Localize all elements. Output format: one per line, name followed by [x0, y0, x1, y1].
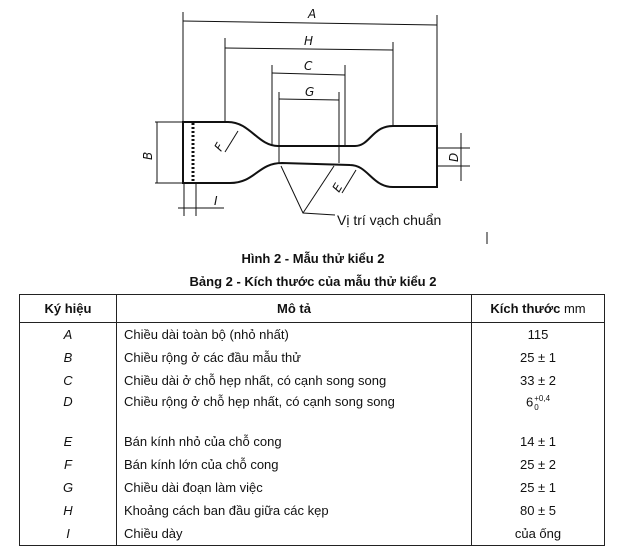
label-i: I — [214, 194, 218, 208]
row-value: 25 ± 1 — [471, 346, 605, 369]
label-c: C — [304, 59, 313, 73]
row-description: Khoảng cách ban đầu giữa các kẹp — [116, 499, 472, 522]
header-symbol: Ký hiệu — [19, 294, 117, 323]
header-unit: mm — [563, 301, 586, 316]
row-value: của ống — [471, 522, 605, 546]
label-a: A — [307, 7, 316, 21]
row-description: Chiều dày — [116, 522, 472, 546]
gauge-mark-callout: Vị trí vạch chuẩn — [337, 212, 441, 228]
row-symbol: D — [19, 392, 117, 430]
row-symbol: H — [19, 499, 117, 522]
header-description: Mô tả — [116, 294, 472, 323]
row-symbol: G — [19, 476, 117, 499]
row-value: 80 ± 5 — [471, 499, 605, 522]
tolerance-upper: +0,4 — [534, 394, 551, 403]
label-g: G — [305, 85, 314, 99]
header-size-label: Kích thước — [490, 301, 561, 316]
row-symbol: B — [19, 346, 117, 369]
figure-caption: Hình 2 - Mẫu thử kiểu 2 — [241, 251, 385, 266]
row-description: Chiều dài toàn bộ (nhỏ nhất) — [116, 322, 472, 346]
row-symbol: F — [19, 453, 117, 476]
row-symbol: C — [19, 369, 117, 392]
header-size: Kích thước mm — [471, 294, 605, 323]
label-h: H — [304, 34, 313, 48]
tolerance-lower: 0 — [534, 403, 539, 412]
row-value: 33 ± 2 — [471, 369, 605, 392]
label-e: E — [329, 181, 345, 195]
specimen-drawing: A H C G B D F E I Vị trí vạch chuẩn — [141, 7, 488, 244]
table-header-row: Ký hiệu Mô tả Kích thước mm — [19, 294, 605, 323]
row-description: Bán kính lớn của chỗ cong — [116, 453, 472, 476]
row-description: Bán kính nhỏ của chỗ cong — [116, 430, 472, 453]
row-value: 14 ± 1 — [471, 430, 605, 453]
row-symbol: I — [19, 522, 117, 546]
row-symbol: E — [19, 430, 117, 453]
row-value: 25 ± 1 — [471, 476, 605, 499]
table-title: Bảng 2 - Kích thước của mẫu thử kiểu 2 — [189, 274, 437, 289]
label-b: B — [141, 152, 155, 160]
row-symbol: A — [19, 322, 117, 346]
label-d: D — [447, 153, 461, 162]
row-description: Chiều dài đoạn làm việc — [116, 476, 472, 499]
row-value: 115 — [471, 322, 605, 346]
row-description: Chiều rộng ở các đầu mẫu thử — [116, 346, 472, 369]
row-value: 25 ± 2 — [471, 453, 605, 476]
value-nominal: 6 — [525, 394, 534, 410]
row-description: Chiều rộng ở chỗ hẹp nhất, có cạnh song … — [116, 392, 472, 430]
row-description: Chiều dài ở chỗ hẹp nhất, có cạnh song s… — [116, 369, 472, 392]
